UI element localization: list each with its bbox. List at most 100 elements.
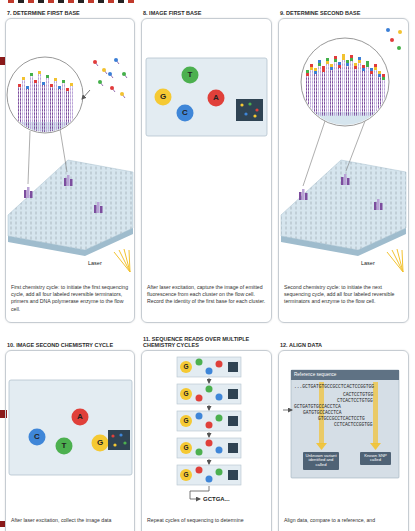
base-letter: T (58, 441, 70, 451)
dna-strands (326, 61, 329, 64)
dna-strands (66, 91, 69, 132)
free-nucleotides (390, 38, 394, 42)
reference-sequence: ...GCTGATGTGCCGCCTCACTCCGGTGG (294, 384, 374, 390)
dna-strands (350, 58, 353, 61)
read-sequence: GCTGA... (203, 496, 230, 503)
step-heading: 11. SEQUENCE READS OVER MULTIPLE CHEMIST… (143, 336, 267, 349)
edge-marks (38, 0, 44, 3)
leader-lines (60, 129, 67, 172)
clusters (305, 193, 308, 200)
cycle-stack (206, 476, 213, 483)
free-nucleotides (114, 58, 118, 62)
step-panel: 9. DETERMINE SECOND BASESecond chemistry… (278, 18, 409, 323)
cycle-stack (206, 440, 213, 447)
cycle-stack (180, 415, 192, 427)
dna-strands (306, 70, 309, 73)
cycle-stack (177, 465, 241, 485)
fluorescence-image (146, 58, 267, 136)
step-heading: 7. DETERMINE FIRST BASE (7, 10, 131, 17)
clusters (27, 187, 30, 198)
dna-strands (310, 64, 313, 67)
cycle-stack (177, 411, 241, 431)
cycle-stack (177, 384, 241, 404)
dna-strands (322, 69, 325, 72)
dna-strands (326, 64, 329, 116)
laser-beam (402, 250, 403, 272)
edge-marks (0, 0, 134, 527)
edge-marks (128, 0, 134, 3)
free-nucleotides (82, 58, 127, 99)
cycle-stack (180, 469, 192, 481)
fluorescence-image (119, 433, 122, 436)
dna-strands (34, 80, 37, 83)
cycle-stack (216, 394, 223, 401)
dna-strands (362, 71, 365, 116)
fluorescence-image (155, 89, 172, 106)
cycle-stack (228, 389, 238, 399)
cycle-arrows (209, 378, 210, 383)
fluorescence-image (253, 114, 256, 117)
edge-marks (58, 0, 64, 3)
dna-strands (378, 71, 381, 74)
cycle-arrows (190, 378, 209, 499)
step-caption: Second chemistry cycle: to initiate the … (284, 284, 404, 306)
dna-strands (5, 71, 85, 142)
step-caption: Repeat cycles of sequencing to determine (147, 517, 267, 524)
edge-marks (98, 0, 104, 3)
dna-strands (354, 66, 357, 69)
base-letter: G (180, 444, 192, 452)
dna-strands (306, 76, 309, 116)
dna-strands (22, 80, 25, 132)
cycle-stack (196, 395, 203, 402)
fluorescence-image (248, 102, 251, 105)
dna-strands (34, 83, 37, 132)
dna-strands (382, 77, 385, 80)
dna-strands (322, 66, 325, 69)
fluorescence-image (9, 380, 132, 475)
dna-strands (18, 87, 21, 132)
flow-cell (8, 160, 133, 250)
dna-strands (342, 57, 345, 60)
base-letter: C (179, 108, 191, 118)
read-sequence: CTCACTCCTGTGG (337, 398, 373, 404)
clusters (341, 177, 344, 185)
dna-strands (18, 84, 21, 87)
dna-strands (22, 77, 25, 80)
clusters (299, 192, 302, 200)
dna-strands (62, 80, 65, 83)
alignment-screen (316, 443, 327, 450)
free-nucleotides (108, 72, 112, 76)
fluorescence-image (240, 103, 243, 106)
cycle-arrows (209, 405, 210, 410)
cycle-arrows (209, 432, 210, 437)
result-box: Known SNP called (360, 452, 391, 465)
free-nucleotides (122, 72, 126, 76)
clusters (347, 178, 350, 185)
edge-marks (8, 0, 14, 3)
free-nucleotides (98, 80, 102, 84)
fluorescence-image (177, 105, 194, 122)
cycle-stack (216, 447, 223, 454)
clusters (70, 179, 73, 186)
step-heading: 9. DETERMINE SECOND BASE (280, 10, 404, 17)
dna-strands (366, 67, 369, 116)
dna-strands (314, 71, 317, 74)
fluorescence-image (29, 429, 46, 446)
laser-beam (387, 249, 403, 272)
base-letter: G (180, 363, 192, 371)
dna-strands (350, 55, 353, 58)
clusters (377, 199, 380, 210)
leader-lines (303, 121, 325, 186)
fluorescence-image (236, 99, 263, 121)
leader-lines (303, 121, 365, 186)
dna-strands (358, 63, 361, 116)
fluorescence-image (9, 380, 132, 475)
fluorescence-image (244, 112, 247, 115)
read-sequence: CACTCCTGTGG (343, 392, 373, 398)
dna-strands (330, 70, 333, 116)
dna-strands (318, 66, 321, 116)
dna-strands (70, 86, 73, 132)
dna-strands (358, 57, 361, 60)
dna-strands (300, 54, 390, 132)
free-nucleotides (386, 28, 402, 50)
